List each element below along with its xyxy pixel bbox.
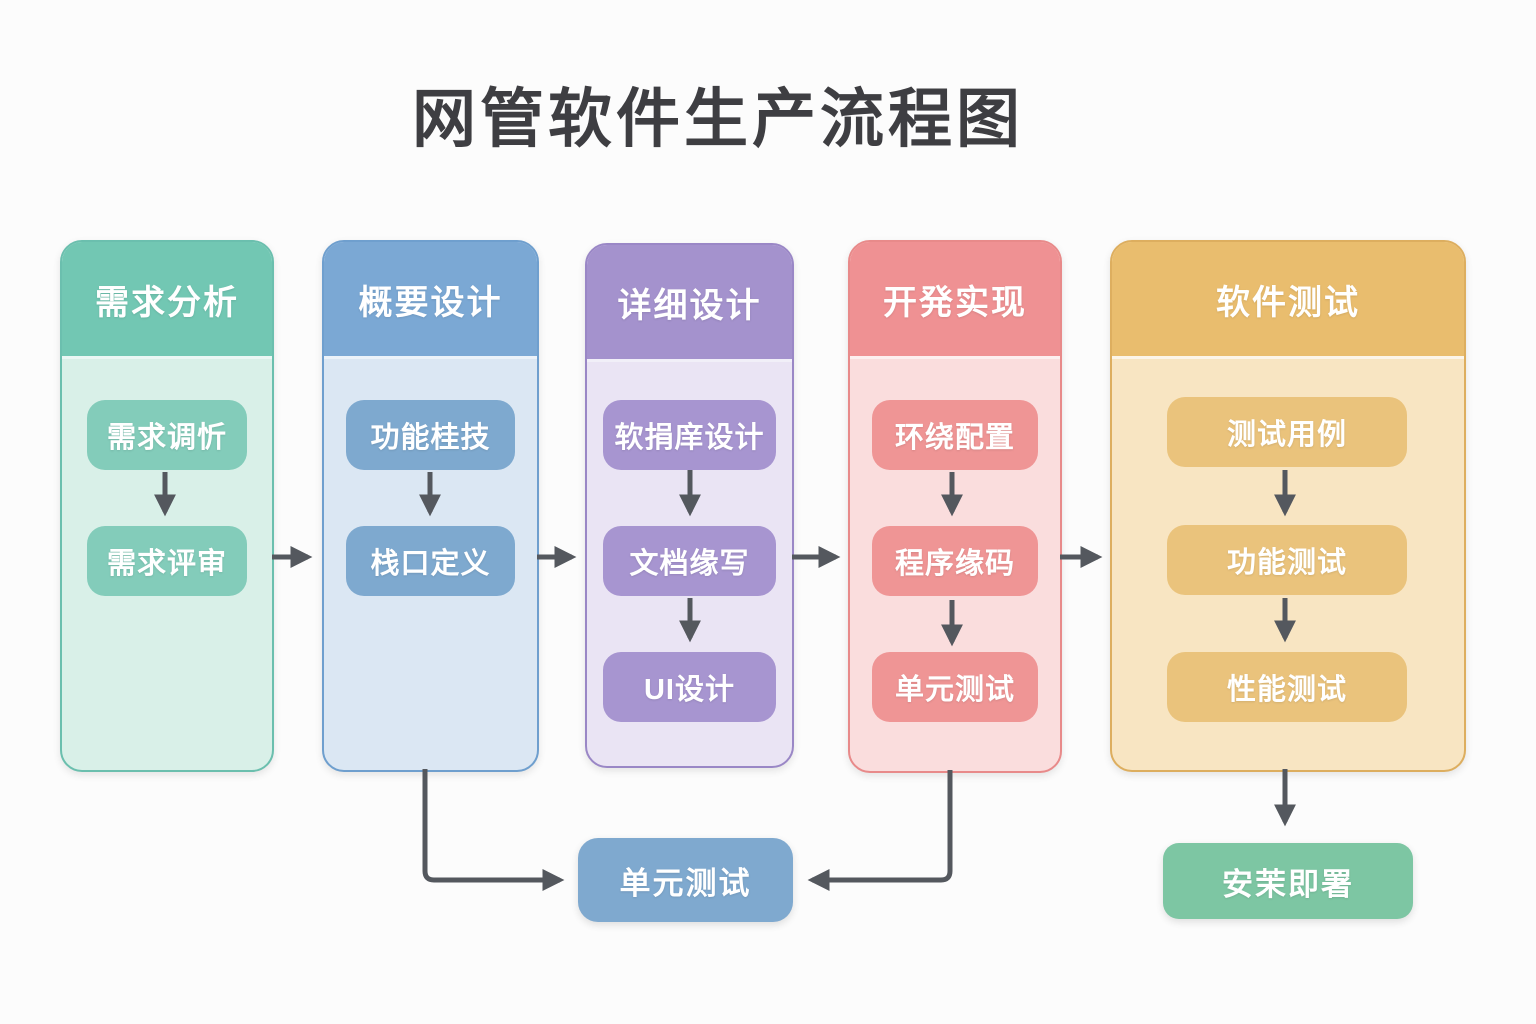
step-box: 功能桂技 <box>346 400 515 470</box>
phase-header: 需求分析 <box>62 242 272 359</box>
phase-panel-software-testing: 软件测试 测试用例 功能测试 性能测试 <box>1110 240 1466 772</box>
phase-panel-detailed-design: 详细设计 软捐庠设计 文档缘写 UI设计 <box>585 243 794 768</box>
phase-header: 软件测试 <box>1112 242 1464 359</box>
step-box: 性能测试 <box>1167 652 1407 722</box>
step-box: 测试用例 <box>1167 397 1407 467</box>
arrow-outline-to-unit-test <box>422 769 565 892</box>
step-box: 单元测试 <box>872 652 1038 722</box>
phase-header: 开発实现 <box>850 242 1060 359</box>
phase-panel-development: 开発实现 环绕配置 程序缘码 单元测试 <box>848 240 1062 773</box>
step-box: 文档缘写 <box>603 526 776 596</box>
phase-panel-outline-design: 概要设计 功能桂技 栈口定义 <box>322 240 539 772</box>
phase-panel-requirements-analysis: 需求分析 需求调忻 需求评审 <box>60 240 274 772</box>
step-box: 需求评审 <box>87 526 247 596</box>
arrow-develop-to-unit-test <box>807 770 953 892</box>
step-box: 栈口定义 <box>346 526 515 596</box>
step-box: 环绕配置 <box>872 400 1038 470</box>
step-box: UI设计 <box>603 652 776 722</box>
step-box: 需求调忻 <box>87 400 247 470</box>
unit-test-node: 单元测试 <box>578 838 793 922</box>
step-box: 功能测试 <box>1167 525 1407 595</box>
flowchart-title: 网管软件生产流程图 <box>412 83 1024 155</box>
phase-header: 详细设计 <box>587 245 792 362</box>
step-box: 软捐庠设计 <box>603 400 776 470</box>
install-deploy-node: 安茉即署 <box>1163 843 1413 919</box>
phase-header: 概要设计 <box>324 242 537 359</box>
step-box: 程序缘码 <box>872 526 1038 596</box>
